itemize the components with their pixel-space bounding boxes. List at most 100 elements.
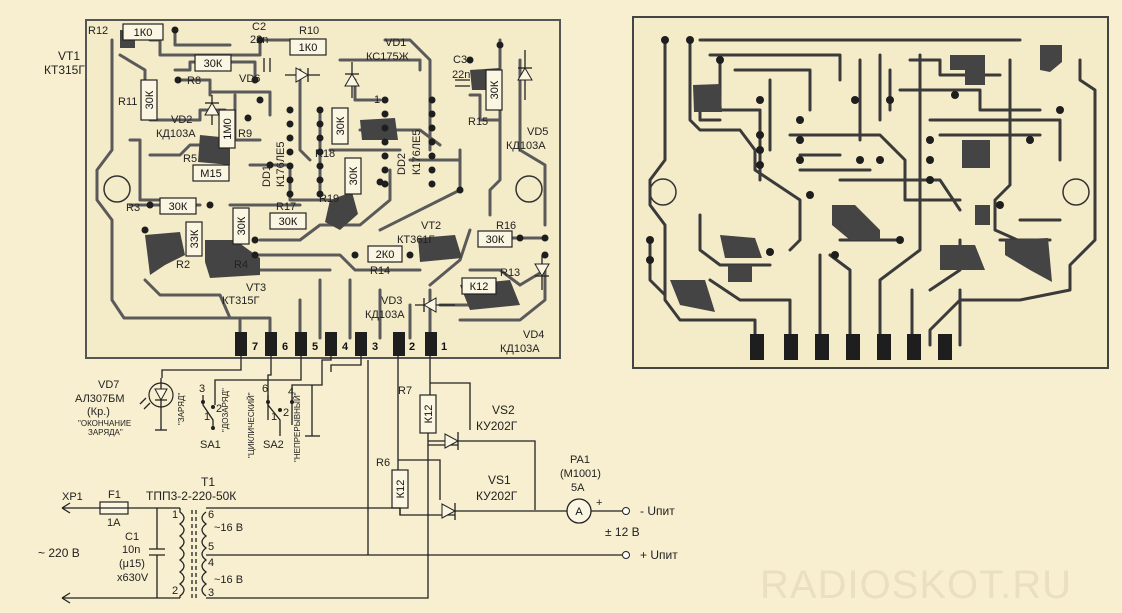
- label-vt3-type: КТ315Г: [222, 295, 259, 307]
- diode-vd2: [204, 95, 220, 125]
- label-vd5-type: КД103А: [506, 140, 546, 152]
- label-sa2: SA2: [263, 439, 284, 451]
- label-vd1-type: КС175Ж: [366, 51, 409, 63]
- schematic-label: 30К: [335, 116, 347, 135]
- schematic-label: 2: [172, 585, 178, 597]
- thyristor-vs1: [441, 503, 560, 520]
- schematic-label: 4: [342, 341, 349, 353]
- schematic-label: 30К: [279, 216, 298, 228]
- schematic-label: 3: [208, 587, 214, 599]
- mount-hole: [1062, 178, 1090, 206]
- resistor-r19: 30К: [344, 157, 362, 195]
- label-dd1-type: К176ЛЕ5: [275, 142, 287, 187]
- label-r3: R3: [126, 202, 140, 214]
- schematic-label: C1: [125, 531, 139, 543]
- label-r8: R8: [187, 75, 201, 87]
- label-vd2: VD2: [171, 114, 192, 126]
- label-dd1: DD1: [261, 165, 273, 187]
- schematic-label: 30К: [486, 234, 505, 246]
- label-vt3: VT3: [246, 282, 266, 294]
- schematic-label: 5: [312, 341, 318, 353]
- schematic-label: 4: [288, 386, 294, 398]
- resistor-r12: 1К0: [122, 23, 164, 41]
- schematic-label: "ЗАРЯД": [177, 393, 186, 425]
- schematic-label: 2: [216, 403, 222, 415]
- label-r11: R11: [118, 96, 137, 108]
- schematic-label: T1: [201, 475, 215, 489]
- schematic-label: 30К: [169, 201, 188, 213]
- label-vd4-type: КД103А: [500, 343, 540, 355]
- resistor-r14: 2К0: [367, 245, 403, 263]
- schematic-label: 5А: [571, 482, 585, 494]
- label-r14: R14: [370, 265, 390, 277]
- schematic-label: 1: [172, 509, 178, 521]
- label-r13: R13: [500, 267, 520, 279]
- schematic-label: 6: [262, 383, 268, 395]
- schematic-label: 5: [208, 541, 214, 553]
- label-r19: R19: [319, 193, 339, 205]
- schematic-label: 1М0: [222, 118, 234, 139]
- fuse-f1: [99, 501, 129, 515]
- schematic-label: К12: [470, 281, 489, 293]
- transformer-t1: [178, 445, 429, 599]
- schematic-label: 6: [208, 509, 214, 521]
- ic-dd1: [286, 106, 324, 198]
- ammeter-pa1: A: [560, 498, 630, 524]
- schematic-label: 3: [199, 383, 205, 395]
- resistor-r4: 30К: [232, 207, 250, 245]
- switch-sa1[interactable]: [201, 395, 215, 430]
- label-r15: R15: [468, 116, 488, 128]
- label-vd1: VD1: [385, 37, 406, 49]
- schematic-label: КУ202Г: [476, 489, 518, 503]
- schematic-label: ТПП3-2-220-50К: [146, 489, 236, 503]
- schematic-label: PA1: [570, 454, 590, 466]
- capacitor-c3: [455, 79, 470, 87]
- resistor-r17: 30К: [269, 212, 307, 230]
- schematic-label: ~16 В: [214, 522, 243, 534]
- schematic-label: ЗАРЯДА": [88, 428, 123, 437]
- resistor-r2: 33К: [185, 221, 203, 257]
- schematic-label: 2: [409, 341, 415, 353]
- thyristor-vs2: [428, 432, 536, 510]
- label-vd5: VD5: [527, 126, 548, 138]
- schematic-label: 2: [283, 407, 289, 419]
- capacitor-c2: [263, 58, 271, 72]
- label-vd4: VD4: [523, 329, 544, 341]
- schematic-label: "НЕПРЕРЫВНЫЙ": [293, 392, 302, 462]
- schematic-label: ~ 220 В: [38, 546, 80, 560]
- schematic-label: R7: [398, 385, 412, 397]
- resistor-r9: 1М0: [218, 109, 236, 149]
- resistor-r18: 30К: [331, 107, 349, 145]
- schematic-label: 30К: [144, 90, 156, 109]
- switch-sa2[interactable]: [266, 395, 294, 436]
- zener-vd1: [344, 62, 360, 98]
- schematic-label: ± 12 В: [605, 525, 640, 539]
- schematic-label: ~16 В: [214, 574, 243, 586]
- label-c3-val: 22n: [452, 69, 470, 81]
- label-r17: R17: [276, 201, 296, 213]
- resistor-r5: М15: [192, 164, 230, 182]
- label-vt1-type: КТ315Г: [44, 63, 85, 77]
- resistor-r16: 30К: [477, 230, 513, 248]
- schematic-label: 33К: [189, 229, 201, 248]
- schematic-label: 30К: [489, 80, 501, 99]
- label-vt2-type: КТ361Г: [397, 234, 434, 246]
- track-connector-pads: [750, 334, 952, 360]
- label-c2-val: 22n: [250, 34, 268, 46]
- pcb-component-side: 1К0 1К0 30К 30К 1М0 М15 30К 30К 30К 30К …: [44, 19, 561, 359]
- schematic-label: F1: [108, 489, 121, 501]
- lower-schematic: VD7 АЛ307БМ (Кр.) "ОКОНЧАНИЕ ЗАРЯДА" 3 1…: [38, 356, 678, 604]
- schematic-label: VD7: [98, 379, 119, 391]
- resistor-r11: 30К: [140, 79, 158, 121]
- capacitor-c1: [149, 508, 165, 598]
- pcb-track-side: [632, 16, 1109, 369]
- resistor-r7: К12: [419, 394, 437, 434]
- label-r2: R2: [176, 259, 190, 271]
- schematic-label: 10n: [122, 544, 140, 556]
- label-vd3-type: КД103А: [365, 309, 405, 321]
- schematic-label: VS1: [488, 473, 511, 487]
- diode-vd4: [534, 255, 550, 290]
- schematic-label: VS2: [492, 403, 515, 417]
- schematic-label: (μ15): [119, 558, 145, 570]
